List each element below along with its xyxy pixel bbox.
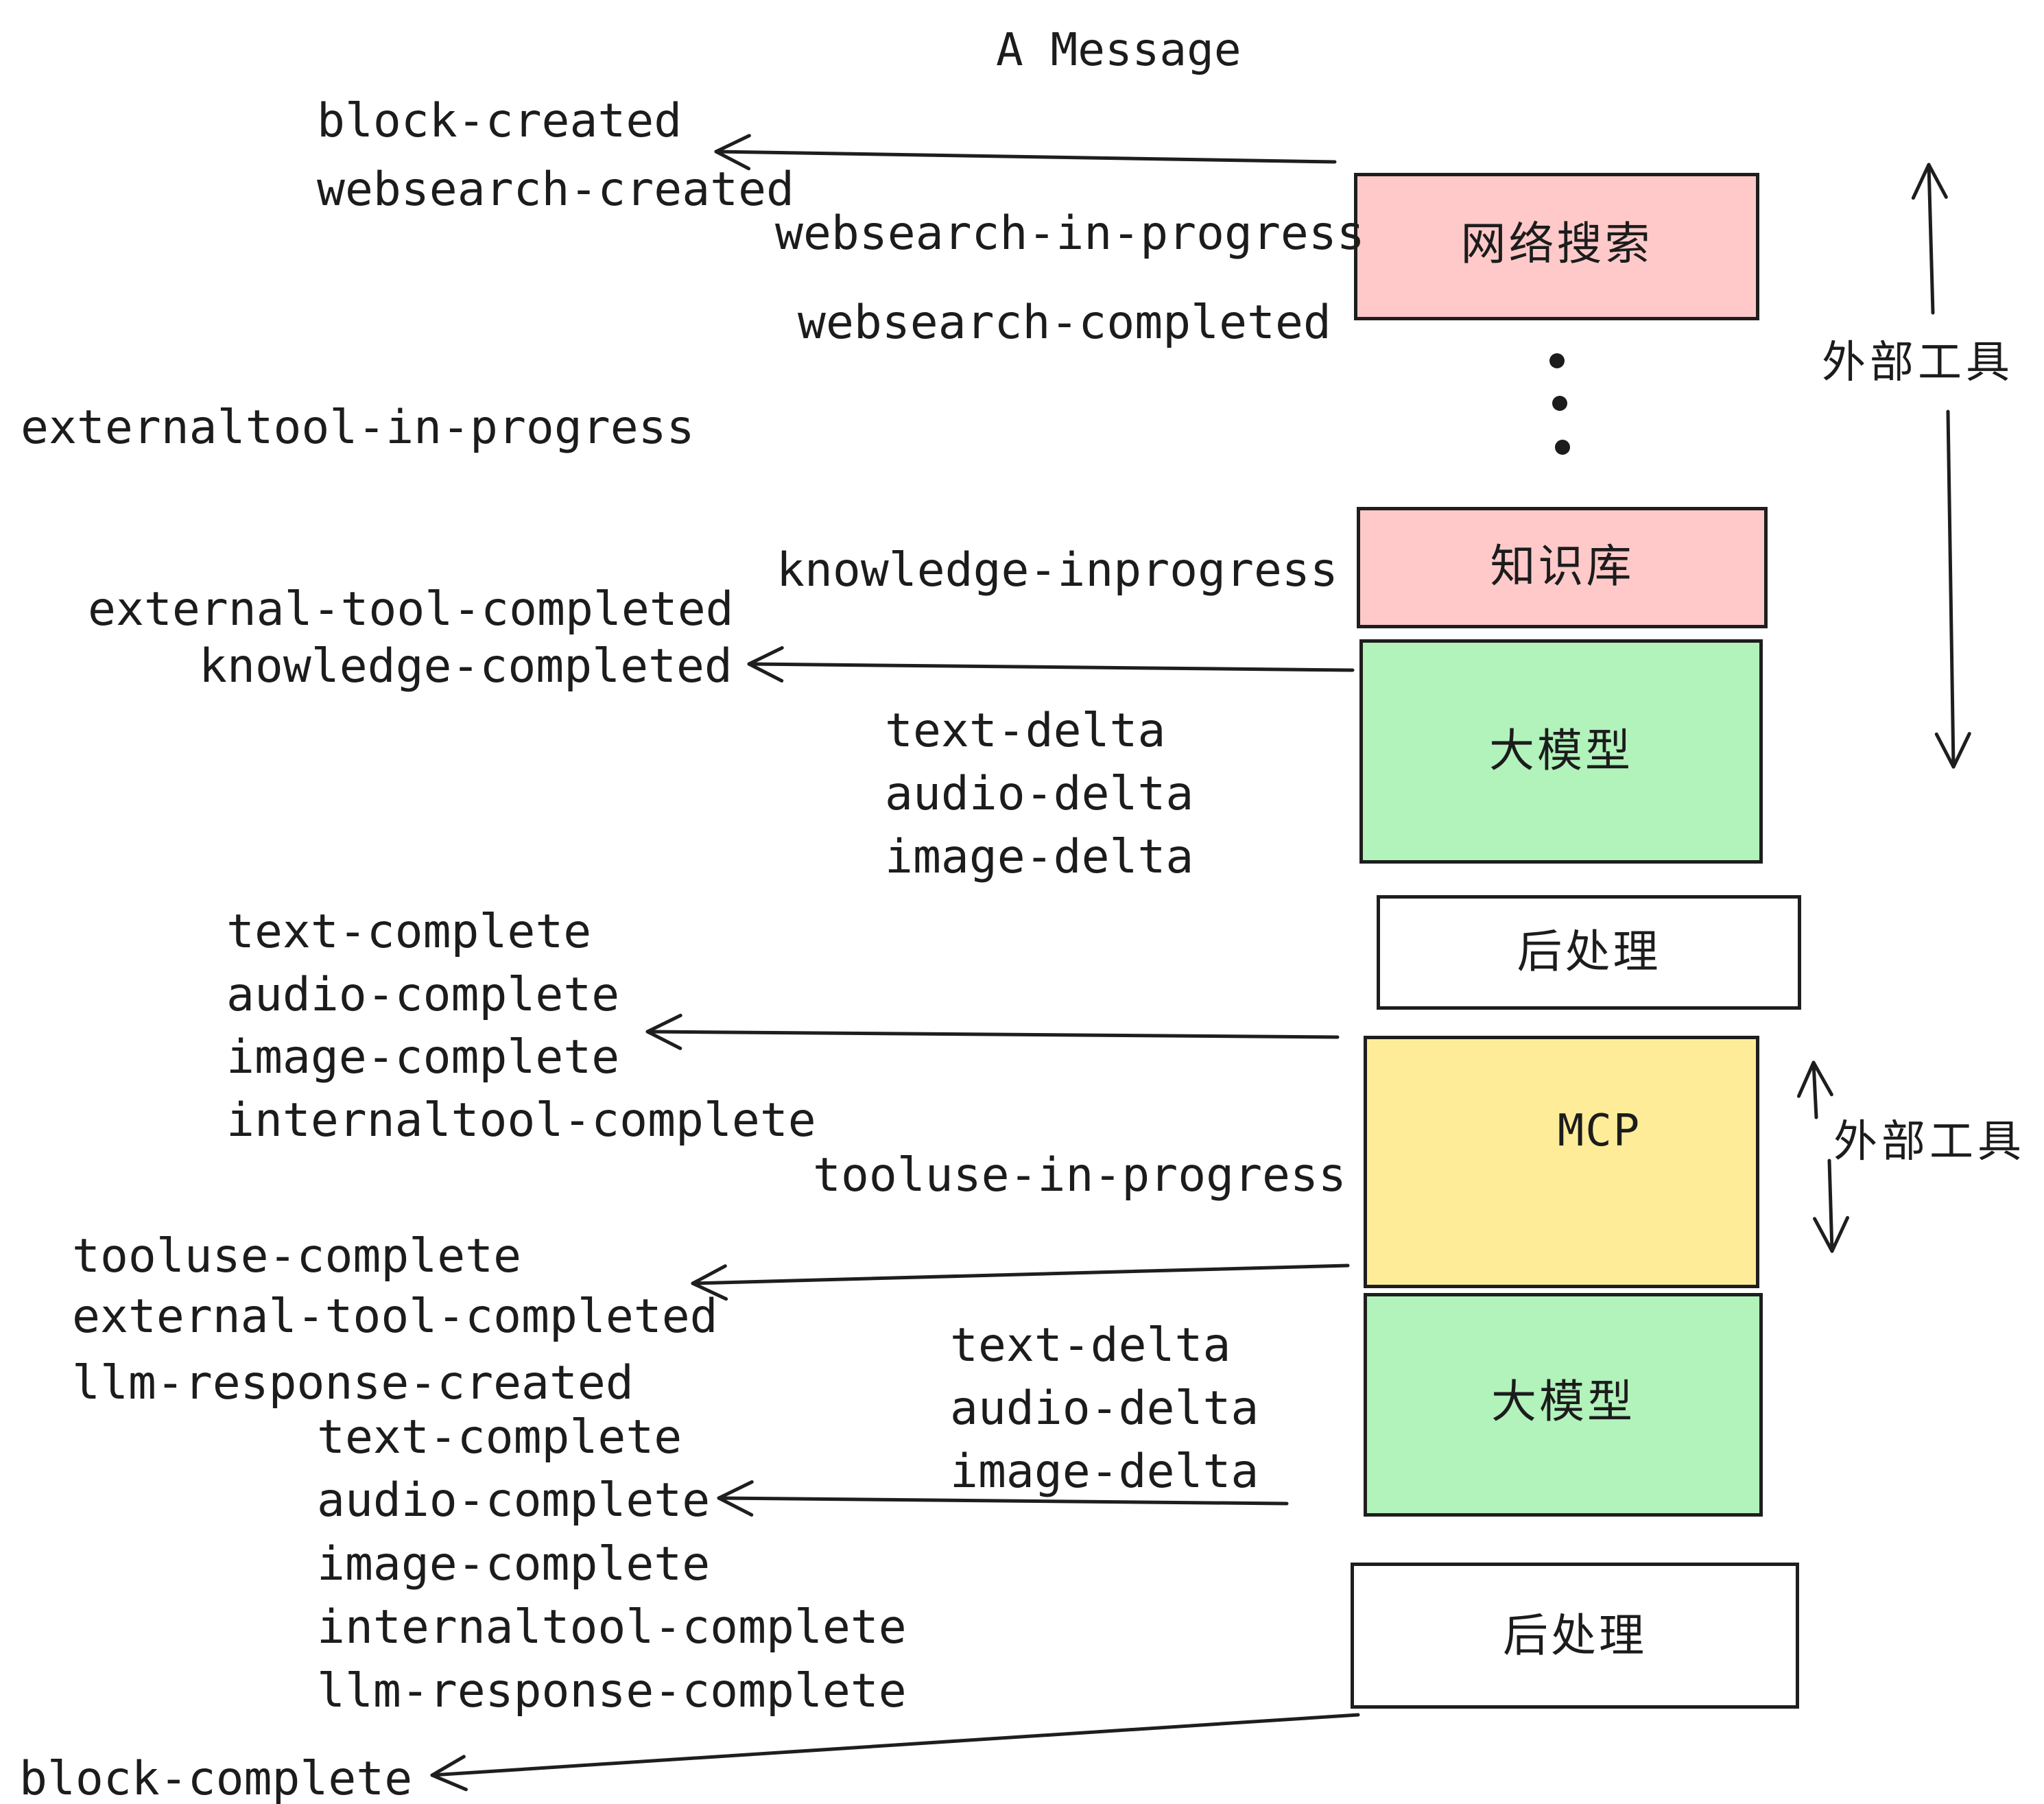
event-websearch-in-progress: websearch-in-progress bbox=[775, 206, 1365, 261]
event-text-complete-1: text-complete bbox=[226, 905, 592, 959]
event-tooluse-in-progress: tooluse-in-progress bbox=[813, 1148, 1346, 1202]
box-post-2: 后处理 bbox=[1351, 1563, 1799, 1709]
event-external-tool-completed-2: external-tool-completed bbox=[72, 1290, 718, 1344]
event-audio-complete-1: audio-complete bbox=[226, 968, 620, 1022]
box-label-llm-2: 大模型 bbox=[1491, 1375, 1635, 1428]
ellipsis-dot bbox=[1549, 353, 1565, 368]
box-llm-1: 大模型 bbox=[1359, 639, 1763, 864]
side-label-external-tools-1: 外部工具 bbox=[1822, 337, 2014, 388]
box-label-knowledge: 知识库 bbox=[1490, 539, 1635, 593]
event-text-delta-2: text-delta bbox=[950, 1318, 1231, 1373]
box-label-mcp: MCP bbox=[1557, 1106, 1641, 1156]
event-knowledge-completed: knowledge-completed bbox=[199, 639, 733, 693]
event-tooluse-complete: tooluse-complete bbox=[72, 1229, 522, 1283]
box-label-websearch: 网络搜索 bbox=[1460, 217, 1653, 270]
arrow-external-tools-up bbox=[1911, 163, 1948, 315]
arrow-block-complete bbox=[430, 1713, 1360, 1792]
box-websearch: 网络搜索 bbox=[1354, 173, 1759, 320]
event-image-delta-1: image-delta bbox=[885, 830, 1194, 884]
arrow-image-complete bbox=[645, 1013, 1340, 1050]
box-label-post-1: 后处理 bbox=[1517, 925, 1661, 978]
arrow-knowledge-completed bbox=[747, 645, 1355, 683]
event-internaltool-complete-1: internaltool-complete bbox=[226, 1093, 816, 1148]
event-websearch-completed: websearch-completed bbox=[798, 296, 1331, 350]
arrow-block-created bbox=[714, 134, 1337, 171]
event-internaltool-complete-2: internaltool-complete bbox=[317, 1600, 907, 1654]
event-websearch-created: websearch-created bbox=[317, 163, 794, 217]
box-label-post-2: 后处理 bbox=[1503, 1609, 1647, 1662]
side-label-external-tools-2: 外部工具 bbox=[1833, 1117, 2025, 1167]
arrow-mcp-external-up bbox=[1796, 1060, 1833, 1119]
arrow-audio-complete bbox=[717, 1480, 1289, 1517]
arrow-external-tools-down bbox=[1934, 410, 1971, 769]
event-llm-response-complete: llm-response-complete bbox=[317, 1664, 907, 1718]
box-mcp: MCP bbox=[1364, 1036, 1759, 1288]
event-text-complete-2: text-complete bbox=[317, 1410, 682, 1464]
ellipsis-dot bbox=[1555, 440, 1570, 455]
page-title: A Message bbox=[996, 23, 1241, 76]
box-knowledge: 知识库 bbox=[1357, 507, 1768, 628]
event-knowledge-inprogress: knowledge-inprogress bbox=[776, 543, 1338, 597]
event-audio-complete-2: audio-complete bbox=[317, 1473, 711, 1528]
event-llm-response-created: llm-response-created bbox=[72, 1356, 634, 1410]
event-externaltool-in-progress: externaltool-in-progress bbox=[21, 401, 695, 455]
arrow-tooluse-complete bbox=[691, 1263, 1350, 1301]
event-text-delta-1: text-delta bbox=[885, 704, 1166, 758]
box-llm-2: 大模型 bbox=[1364, 1293, 1763, 1517]
arrow-mcp-external-down bbox=[1813, 1159, 1850, 1253]
ellipsis-dot bbox=[1552, 396, 1567, 411]
event-block-created: block-created bbox=[317, 94, 682, 148]
event-external-tool-completed-1: external-tool-completed bbox=[88, 582, 734, 637]
event-image-complete-1: image-complete bbox=[226, 1030, 620, 1084]
event-audio-delta-1: audio-delta bbox=[885, 767, 1194, 821]
box-label-llm-1: 大模型 bbox=[1489, 724, 1633, 777]
box-post-1: 后处理 bbox=[1377, 895, 1801, 1010]
event-block-complete: block-complete bbox=[19, 1752, 413, 1804]
event-audio-delta-2: audio-delta bbox=[950, 1381, 1259, 1436]
event-image-delta-2: image-delta bbox=[950, 1445, 1259, 1499]
event-image-complete-2: image-complete bbox=[317, 1537, 711, 1591]
